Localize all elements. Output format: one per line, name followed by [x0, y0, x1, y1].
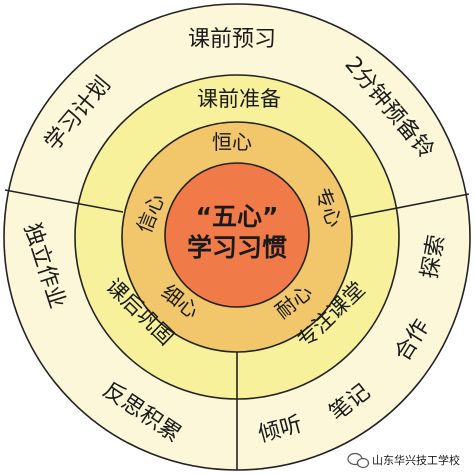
- divider-left: [4, 189, 124, 213]
- outer-label-preview: 课前预习: [188, 27, 276, 52]
- center-title-line1: “五心”: [196, 202, 279, 231]
- middle-label-preparation: 课前准备: [197, 87, 281, 111]
- wechat-icon: [347, 452, 370, 469]
- watermark-label: 山东华兴技工学校: [372, 453, 460, 467]
- divider-right: [350, 193, 470, 218]
- inner-label-hengxin: 恒心: [212, 130, 252, 154]
- center-title-line2: 学习习惯: [187, 233, 287, 262]
- core-circle: [164, 162, 310, 308]
- watermark: 山东华兴技工学校: [347, 452, 460, 469]
